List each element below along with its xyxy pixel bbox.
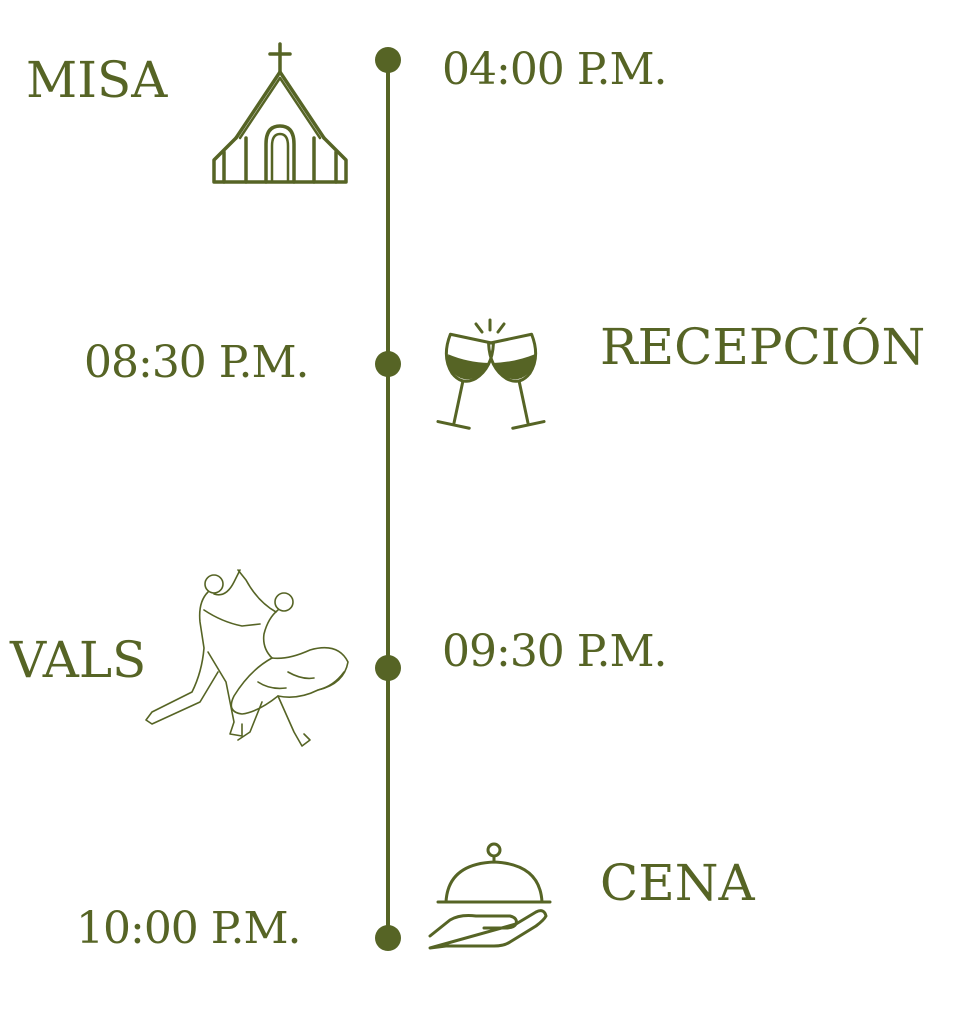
event-name-recepcion: RECEPCIÓN <box>600 318 926 376</box>
event-name-misa: MISA <box>26 51 168 109</box>
timeline-dot-vals <box>375 655 401 681</box>
event-time-recepcion: 08:30 P.M. <box>84 337 310 388</box>
timeline-dot-recepcion <box>375 351 401 377</box>
timeline-dot-misa <box>375 47 401 73</box>
timeline-dot-cena <box>375 925 401 951</box>
serving-cloche-hand-icon <box>424 840 554 952</box>
waltz-dancers-icon <box>138 562 354 750</box>
event-name-cena: CENA <box>600 854 755 912</box>
event-time-misa: 04:00 P.M. <box>442 44 668 95</box>
event-time-vals: 09:30 P.M. <box>442 626 668 677</box>
timeline-line <box>386 58 390 940</box>
wine-glasses-toast-icon <box>424 316 558 440</box>
event-name-vals: VALS <box>10 631 147 689</box>
event-time-cena: 10:00 P.M. <box>76 903 302 954</box>
church-icon <box>210 42 350 186</box>
